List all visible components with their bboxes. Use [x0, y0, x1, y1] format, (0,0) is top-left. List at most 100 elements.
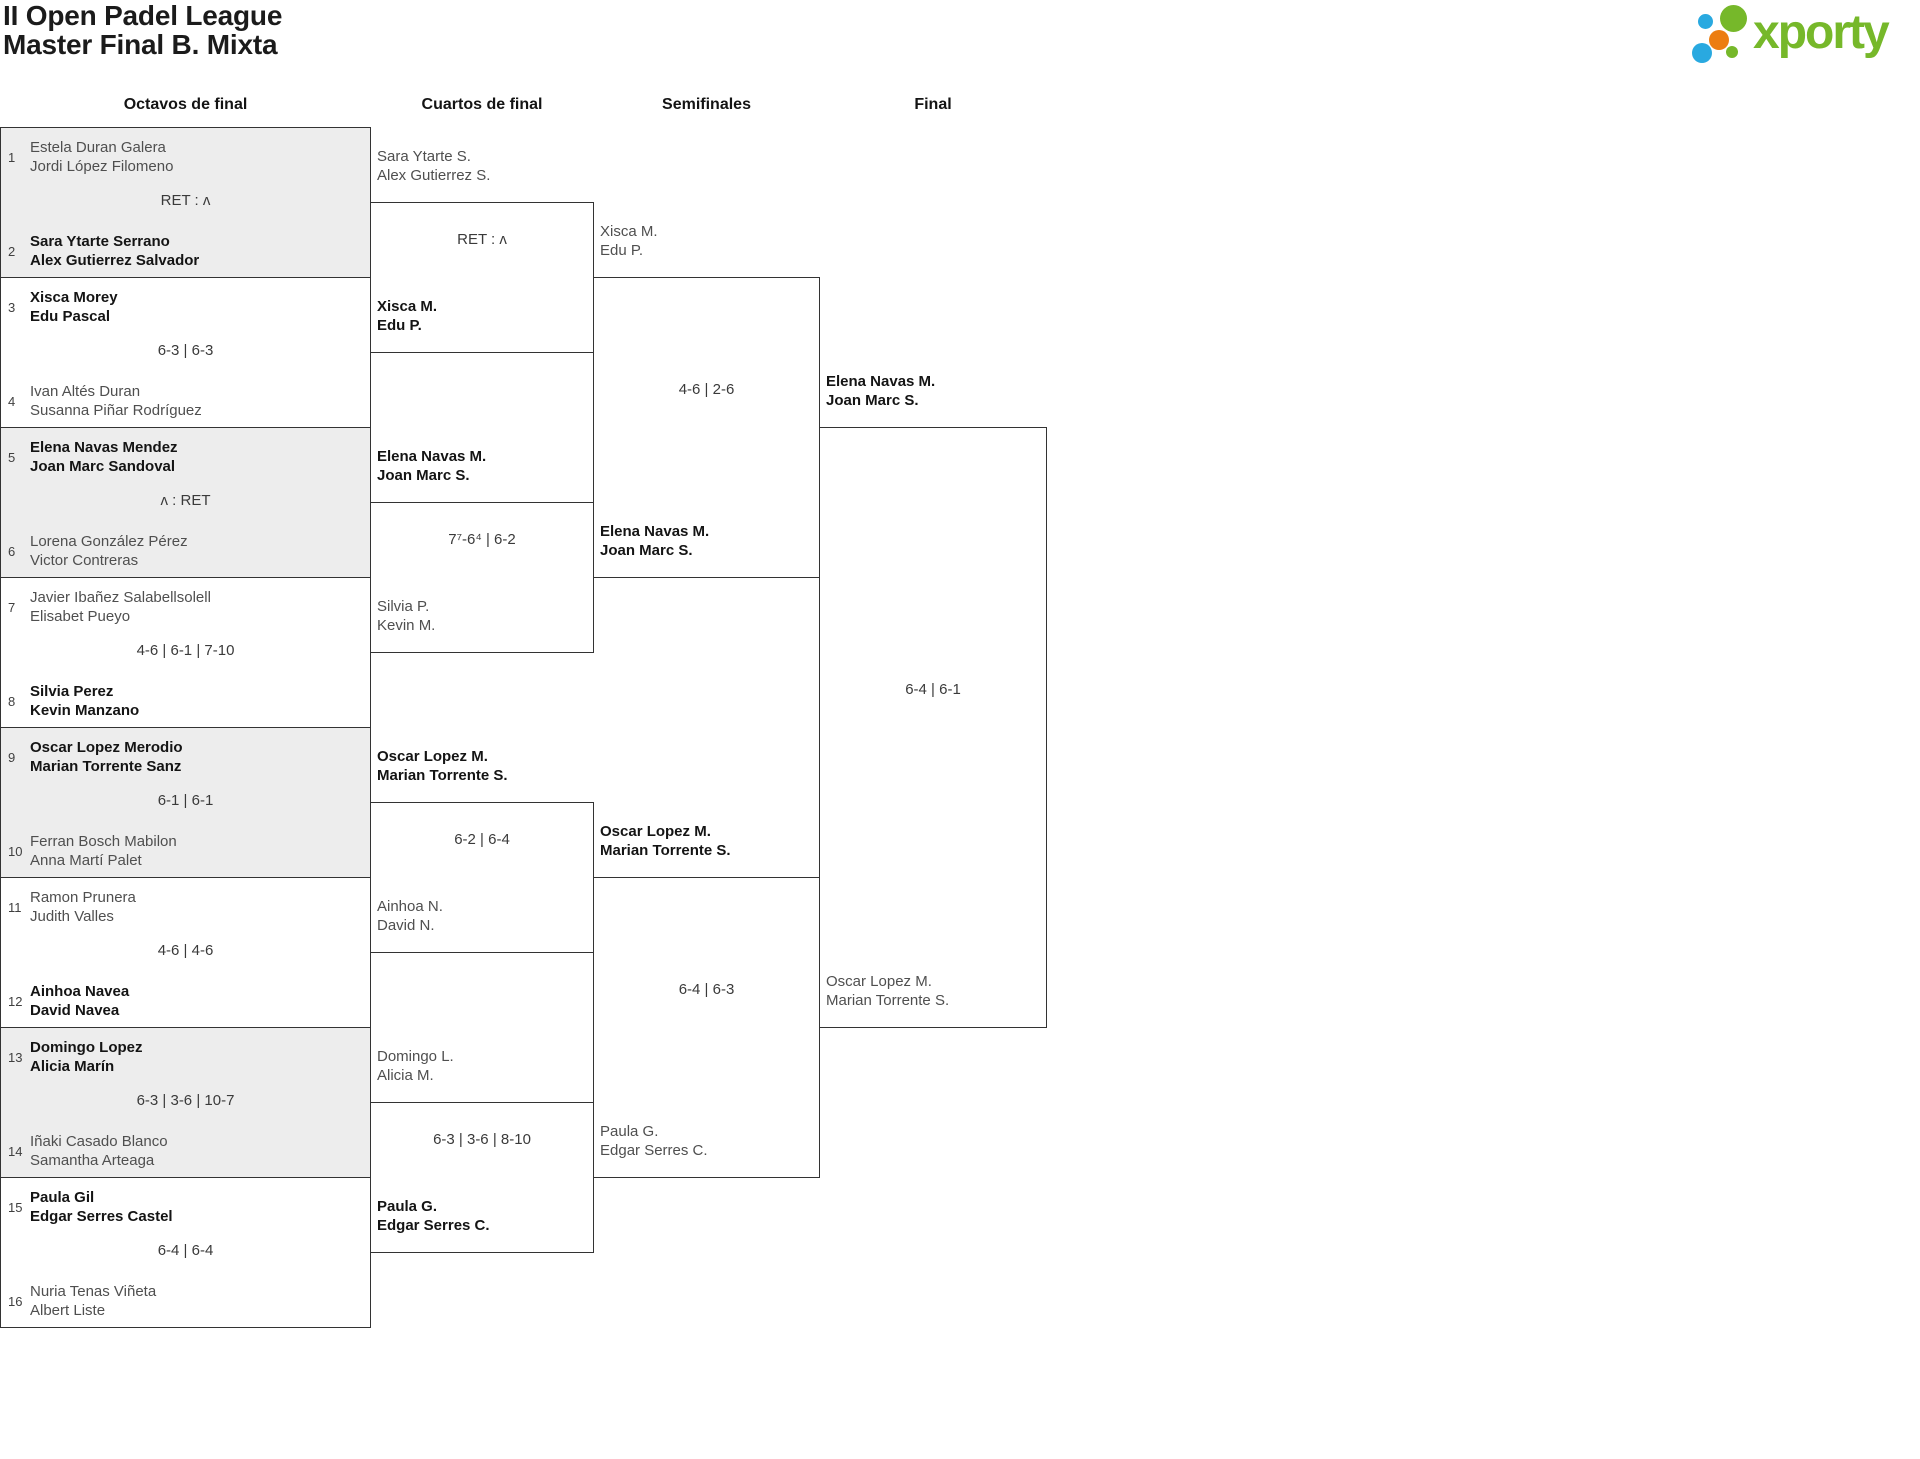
player-name: Javier Ibañez Salabellsolell — [30, 589, 211, 606]
player-name: Susanna Piñar Rodríguez — [30, 402, 202, 419]
seed-number: 12 — [8, 993, 23, 1009]
player-name: Elena Navas Mendez — [30, 439, 178, 456]
player-name: Alicia M. — [377, 1067, 434, 1084]
sf-match-1-score: 4-6 | 2-6 — [678, 381, 735, 398]
r16-match-7[interactable]: 13 Domingo Lopez Alicia Marín 6-3 | 3-6 … — [0, 1027, 371, 1178]
logo-dot-blue-small — [1698, 14, 1713, 29]
player-name: Ivan Altés Duran — [30, 383, 141, 400]
player-name: Elena Navas M. — [826, 373, 936, 390]
team-names: Domingo L. Alicia M. — [377, 1047, 592, 1085]
team-names: Elena Navas M. Joan Marc S. — [600, 522, 815, 560]
player-name: Xisca M. — [377, 298, 438, 315]
player-name: Joan Marc S. — [826, 392, 919, 409]
team: 15 Paula Gil Edgar Serres Castel — [8, 1188, 365, 1226]
tournament-title: II Open Padel League Master Final B. Mix… — [3, 1, 282, 59]
player-name: Edu P. — [377, 317, 422, 334]
team: 16 Nuria Tenas Viñeta Albert Liste — [8, 1282, 365, 1320]
team-names: Ainhoa N. David N. — [377, 897, 592, 935]
player-name: Domingo Lopez — [30, 1039, 143, 1056]
player-name: Sara Ytarte S. — [377, 148, 471, 165]
r16-match-6[interactable]: 11 Ramon Prunera Judith Valles 4-6 | 4-6… — [0, 877, 371, 1028]
sf-match-2-score: 6-4 | 6-3 — [678, 981, 735, 998]
team-names: Iñaki Casado Blanco Samantha Arteaga — [30, 1132, 168, 1170]
qf-match-2-score: 7⁷-6⁴ | 6-2 — [448, 531, 516, 548]
team: 11 Ramon Prunera Judith Valles — [8, 888, 365, 926]
player-name: Joan Marc Sandoval — [30, 458, 176, 475]
player-name: Sara Ytarte Serrano — [30, 233, 170, 250]
player-name: Silvia P. — [377, 598, 430, 615]
player-name: Ramon Prunera — [30, 889, 136, 906]
player-name: Joan Marc S. — [600, 542, 693, 559]
tournament-title-line1: II Open Padel League — [3, 0, 283, 31]
team-names: Paula G. Edgar Serres C. — [600, 1122, 815, 1160]
team-names: Lorena González Pérez Victor Contreras — [30, 532, 188, 570]
qf-match-4-team-top: Domingo L. Alicia M. — [377, 1047, 592, 1085]
team-names: Oscar Lopez Merodio Marian Torrente Sanz — [30, 738, 183, 776]
match-score: 6-3 | 6-3 — [157, 342, 214, 359]
tournament-title-line2: Master Final B. Mixta — [3, 29, 278, 60]
team: 14 Iñaki Casado Blanco Samantha Arteaga — [8, 1132, 365, 1170]
player-name: Elena Navas M. — [600, 523, 710, 540]
team: 6 Lorena González Pérez Victor Contreras — [8, 532, 365, 570]
team: 1 Estela Duran Galera Jordi López Filome… — [8, 138, 365, 176]
player-name: David N. — [377, 917, 435, 934]
team-names: Ramon Prunera Judith Valles — [30, 888, 136, 926]
r16-match-4[interactable]: 7 Javier Ibañez Salabellsolell Elisabet … — [0, 577, 371, 728]
player-name: Oscar Lopez M. — [826, 973, 932, 990]
match-score: 6-4 | 6-4 — [157, 1242, 214, 1259]
player-name: Domingo L. — [377, 1048, 454, 1065]
team-names: Domingo Lopez Alicia Marín — [30, 1038, 143, 1076]
team-names: Oscar Lopez M. Marian Torrente S. — [600, 822, 815, 860]
player-name: Xisca M. — [600, 223, 658, 240]
r16-match-8[interactable]: 15 Paula Gil Edgar Serres Castel 6-4 | 6… — [0, 1177, 371, 1328]
team-names: Elena Navas M. Joan Marc S. — [826, 372, 1041, 410]
team: 2 Sara Ytarte Serrano Alex Gutierrez Sal… — [8, 232, 365, 270]
r16-match-5[interactable]: 9 Oscar Lopez Merodio Marian Torrente Sa… — [0, 727, 371, 878]
player-name: Oscar Lopez Merodio — [30, 739, 183, 756]
seed-number: 15 — [8, 1199, 23, 1215]
team: 13 Domingo Lopez Alicia Marín — [8, 1038, 365, 1076]
team: 3 Xisca Morey Edu Pascal — [8, 288, 365, 326]
player-name: David Navea — [30, 1002, 120, 1019]
qf-match-1-team-top: Sara Ytarte S. Alex Gutierrez S. — [377, 147, 592, 185]
player-name: Paula G. — [600, 1123, 659, 1140]
team-names: Silvia P. Kevin M. — [377, 597, 592, 635]
final-match-box[interactable] — [819, 427, 1047, 1028]
seed-number: 9 — [8, 749, 16, 765]
r16-match-2[interactable]: 3 Xisca Morey Edu Pascal 6-3 | 6-3 4 Iva… — [0, 277, 371, 428]
team-names: Ivan Altés Duran Susanna Piñar Rodríguez — [30, 382, 202, 420]
qf-match-1-team-bottom: Xisca M. Edu P. — [377, 297, 592, 335]
player-name: Albert Liste — [30, 1302, 106, 1319]
match-score: 4-6 | 6-1 | 7-10 — [136, 642, 235, 659]
match-score: RET : ʌ — [160, 192, 211, 209]
logo-dot-green-small — [1726, 46, 1738, 58]
team-names: Elena Navas Mendez Joan Marc Sandoval — [30, 438, 178, 476]
logo-wordmark: xporty — [1753, 6, 1890, 59]
player-name: Marian Torrente S. — [377, 767, 508, 784]
player-name: Elena Navas M. — [377, 448, 487, 465]
r16-match-1[interactable]: 1 Estela Duran Galera Jordi López Filome… — [0, 127, 371, 278]
player-name: Iñaki Casado Blanco — [30, 1133, 168, 1150]
team: 9 Oscar Lopez Merodio Marian Torrente Sa… — [8, 738, 365, 776]
r16-match-3[interactable]: 5 Elena Navas Mendez Joan Marc Sandoval … — [0, 427, 371, 578]
player-name: Ainhoa Navea — [30, 983, 130, 1000]
team-names: Sara Ytarte Serrano Alex Gutierrez Salva… — [30, 232, 199, 270]
team: 5 Elena Navas Mendez Joan Marc Sandoval — [8, 438, 365, 476]
team-names: Paula Gil Edgar Serres Castel — [30, 1188, 173, 1226]
seed-number: 10 — [8, 843, 23, 859]
team-names: Nuria Tenas Viñeta Albert Liste — [30, 1282, 156, 1320]
match-score: ʌ : RET — [160, 492, 211, 509]
team: 4 Ivan Altés Duran Susanna Piñar Rodrígu… — [8, 382, 365, 420]
player-name: Lorena González Pérez — [30, 533, 188, 550]
match-score: 6-3 | 3-6 | 10-7 — [136, 1092, 235, 1109]
player-name: Silvia Perez — [30, 683, 114, 700]
player-name: Oscar Lopez M. — [600, 823, 711, 840]
qf-match-4-score: 6-3 | 3-6 | 8-10 — [433, 1131, 531, 1148]
player-name: Elisabet Pueyo — [30, 608, 131, 625]
qf-match-3-score: 6-2 | 6-4 — [454, 831, 510, 848]
seed-number: 3 — [8, 299, 16, 315]
team-names: Oscar Lopez M. Marian Torrente S. — [826, 972, 1041, 1010]
team-names: Oscar Lopez M. Marian Torrente S. — [377, 747, 592, 785]
team-names: Xisca M. Edu P. — [600, 222, 815, 260]
player-name: Marian Torrente S. — [600, 842, 731, 859]
